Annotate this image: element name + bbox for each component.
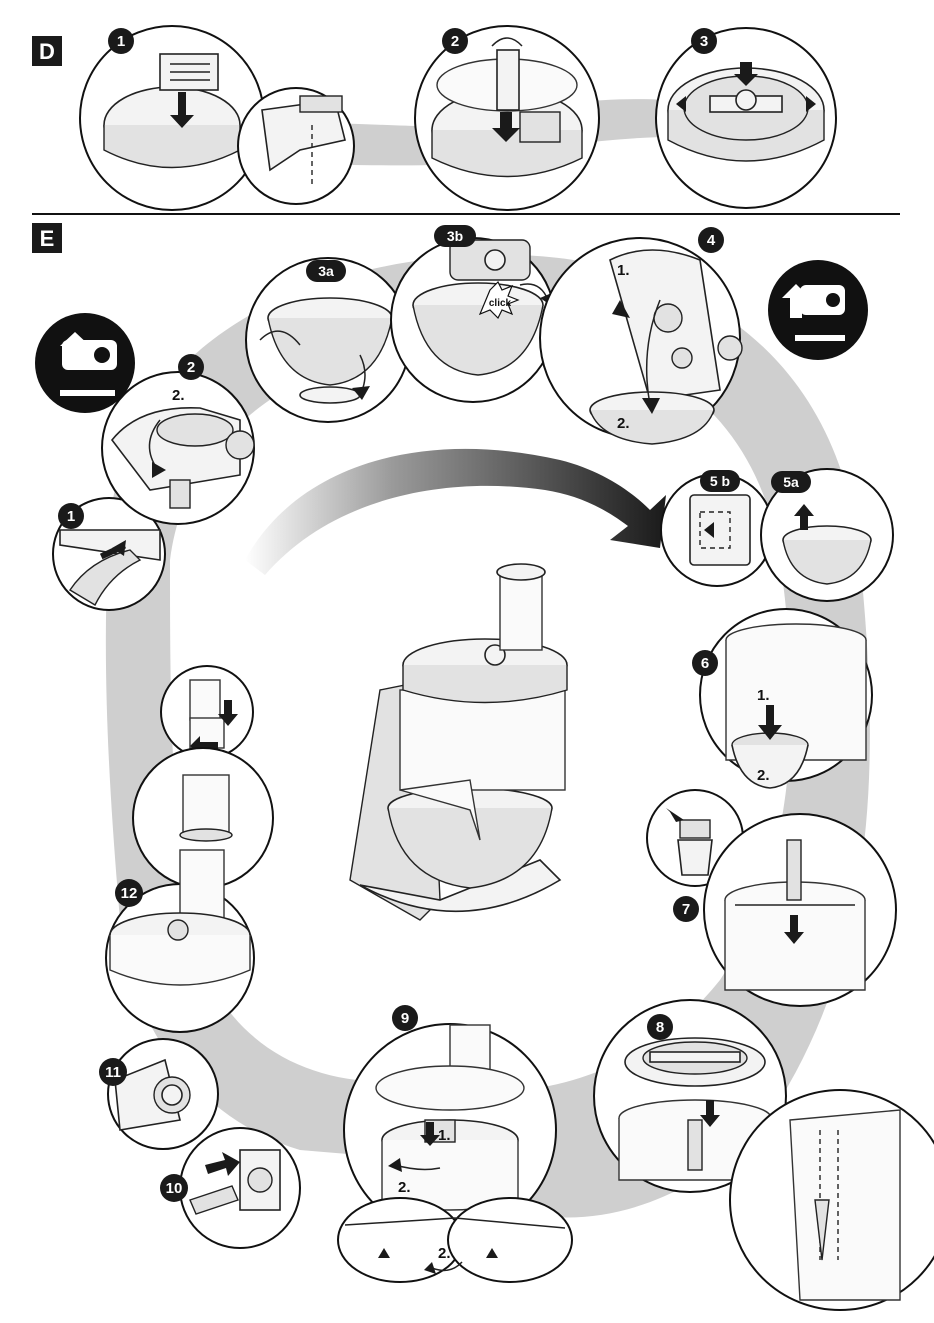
e-step-3a-number: 3a — [318, 263, 334, 279]
d-step-2-illustration — [415, 26, 599, 210]
e-step-1-number: 1 — [67, 508, 75, 525]
e-step-9-substep-2: 2. — [398, 1179, 411, 1196]
e-step-12-number: 12 — [121, 885, 138, 902]
e-step-2-number: 2 — [187, 359, 195, 376]
e-step-7-number: 7 — [682, 901, 690, 918]
e-step-6-substep-1: 1. — [757, 687, 770, 704]
section-e-label: E — [40, 226, 55, 251]
e-step-11-number: 11 — [105, 1064, 121, 1081]
e-step-4-substep-1: 1. — [617, 262, 630, 279]
d-step-3-illustration — [656, 28, 836, 208]
section-d-label: D — [39, 39, 55, 64]
e-step-3b-illustration: click — [391, 238, 555, 402]
d-step-3-number: 3 — [700, 33, 708, 50]
e-step-6-substep-2: 2. — [757, 767, 770, 784]
assembled-machine-illustration — [350, 564, 567, 920]
e-step-7-illustration — [704, 814, 896, 1006]
e-step-2-substep: 2. — [172, 387, 185, 404]
sequence-arrow — [245, 449, 666, 575]
e-step-9-substep-1: 1. — [438, 1127, 451, 1144]
e-step-3b-number: 3b — [447, 228, 463, 244]
e-step-10-number: 10 — [166, 1180, 183, 1197]
e-step-4-substep-2: 2. — [617, 415, 630, 432]
e-step-6-number: 6 — [701, 655, 709, 672]
e-step-8-number: 8 — [656, 1019, 664, 1036]
d-step-1-number: 1 — [117, 33, 125, 50]
e-step-8-detail — [730, 1090, 934, 1310]
e-step-9-substep-2b: 2. — [438, 1245, 451, 1262]
e-step-2-illustration: 2. — [102, 372, 254, 524]
e-step-4-inset — [768, 260, 868, 360]
d-step-2-number: 2 — [451, 33, 459, 50]
e-step-5b-number: 5 b — [710, 473, 730, 489]
e-step-4-illustration: 1. 2. — [540, 238, 742, 444]
e-step-3a-illustration — [246, 258, 410, 422]
e-step-11-illustration — [108, 1039, 218, 1149]
click-label: click — [489, 298, 512, 309]
e-step-4-number: 4 — [707, 232, 716, 249]
e-step-10-illustration — [180, 1128, 300, 1248]
e-step-5a-number: 5a — [783, 474, 799, 490]
e-step-9-number: 9 — [401, 1010, 409, 1027]
